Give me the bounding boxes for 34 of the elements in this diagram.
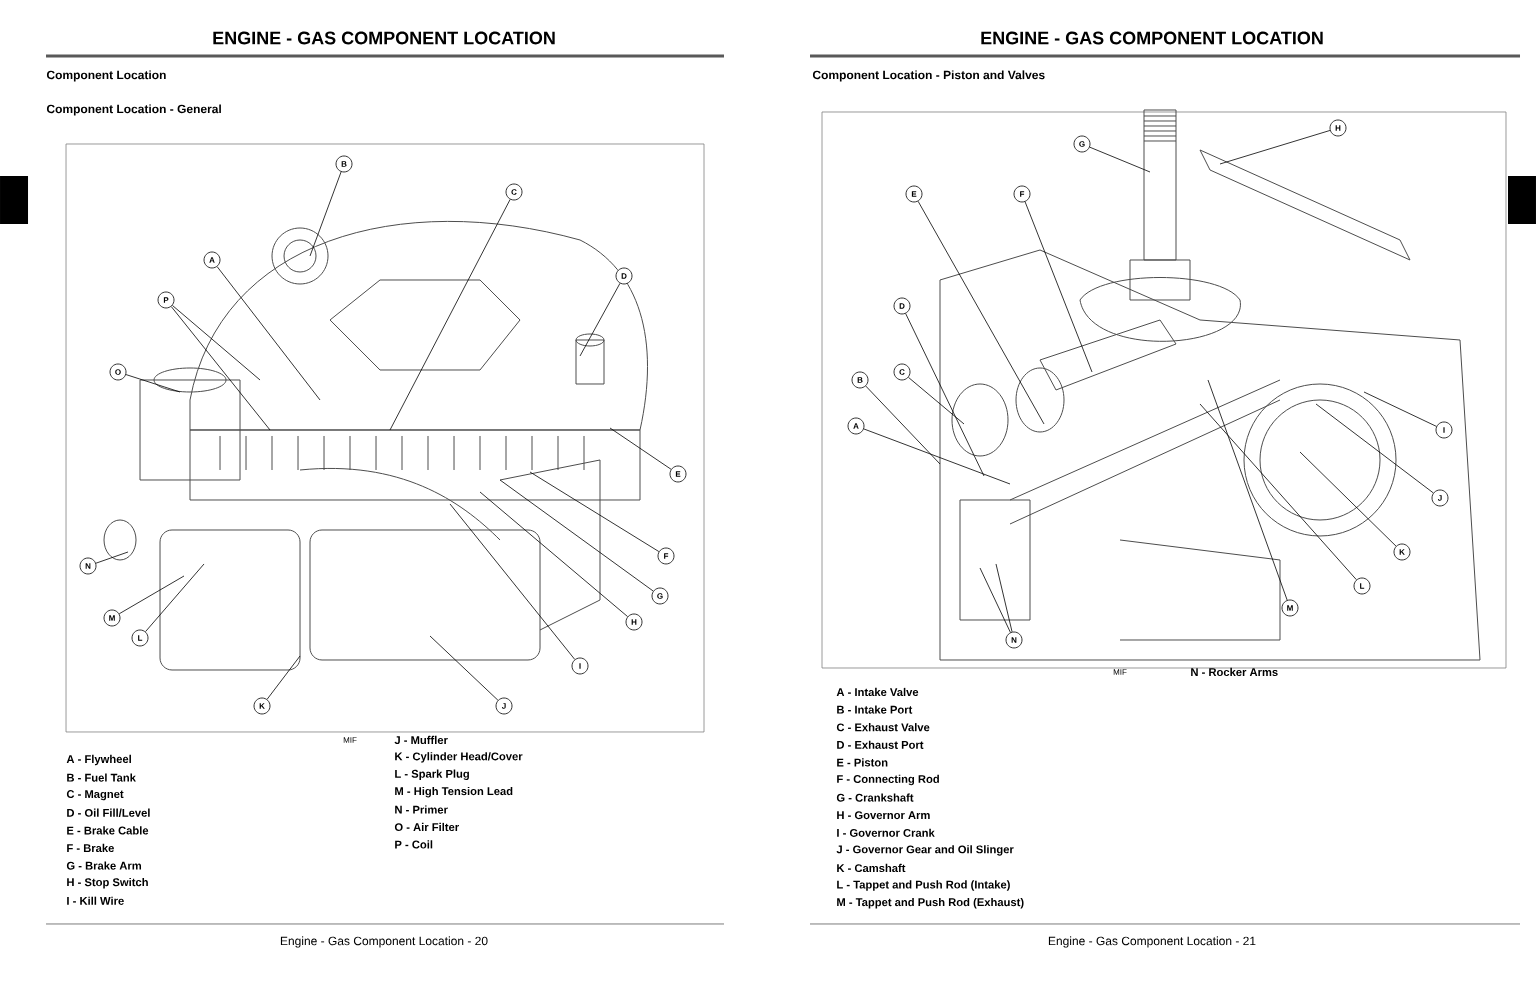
leader-line — [216, 266, 321, 401]
leader-line — [529, 471, 660, 552]
leader-line — [1363, 391, 1437, 427]
leader-line — [995, 563, 1013, 633]
leader-line — [309, 171, 342, 257]
heading: ENGINE - GAS COMPONENT LOCATION — [981, 31, 1323, 45]
leader-line — [908, 377, 965, 425]
leader-line — [145, 563, 205, 633]
leader-line — [579, 282, 621, 357]
leader-line — [1089, 146, 1151, 173]
leader-line — [1024, 201, 1093, 373]
leader-line — [1207, 379, 1288, 601]
leader-line — [118, 575, 185, 615]
leader-line — [125, 374, 181, 393]
leader-line — [1315, 403, 1434, 494]
leader-line — [170, 306, 271, 431]
leader-line — [979, 567, 1011, 633]
leader-line — [95, 551, 129, 564]
leader-line — [1219, 130, 1331, 165]
leader-line — [609, 427, 672, 470]
leader-line — [172, 305, 261, 381]
leader-line — [865, 385, 941, 465]
leader-line — [479, 491, 628, 617]
leader-line — [449, 503, 576, 660]
leader-line — [499, 479, 654, 592]
leader-line — [905, 313, 985, 477]
leader-line — [266, 655, 301, 700]
leader-line — [1199, 403, 1357, 581]
leader-line — [1299, 451, 1397, 547]
leader-line — [863, 428, 1011, 485]
leader-line — [429, 635, 499, 701]
leader-line — [389, 199, 511, 431]
leader-line — [917, 200, 1045, 425]
heading: ENGINE - GAS COMPONENT LOCATION — [213, 31, 555, 45]
